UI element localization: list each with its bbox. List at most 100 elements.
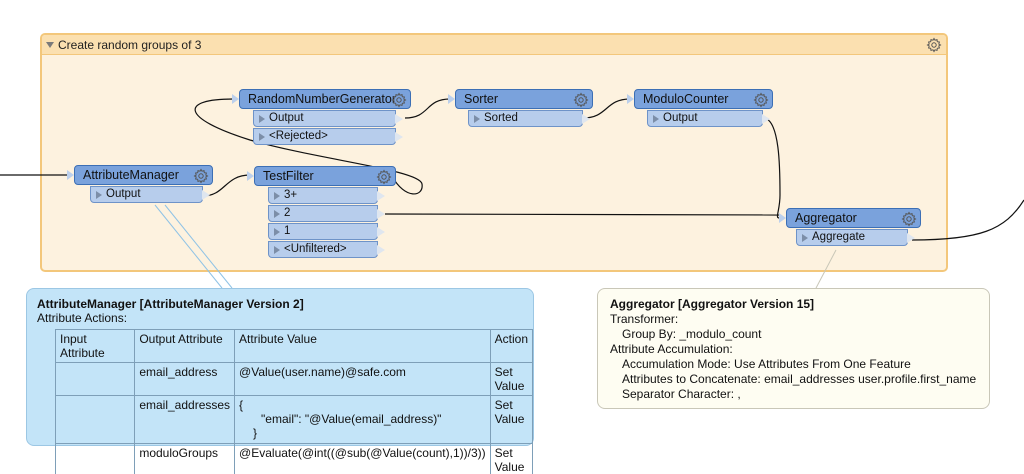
table-row: email_address @Value(user.name)@safe.com… [54, 362, 534, 396]
table-cell: email_address [134, 362, 236, 396]
output-arrow-icon[interactable] [582, 114, 590, 124]
transformer-header[interactable]: ModuloCounter [634, 89, 773, 109]
port-label: 3+ [284, 189, 298, 201]
gear-icon[interactable] [391, 92, 407, 108]
table-row: email_addresses { "email": "@Value(email… [54, 395, 534, 444]
attribute-actions-table: Input Attribute Output Attribute Attribu… [54, 329, 534, 474]
port-triangle-icon [274, 228, 280, 236]
port-label: 1 [284, 225, 291, 237]
transformer-name: TestFilter [263, 169, 314, 183]
table-cell: email_addresses [134, 395, 236, 444]
annotation-aggregator[interactable]: Aggregator [Aggregator Version 15] Trans… [597, 288, 990, 409]
port-label: Output [106, 188, 141, 200]
input-port[interactable] [232, 94, 239, 104]
output-arrow-icon[interactable] [762, 114, 770, 124]
annotation-title: Aggregator [Aggregator Version 15] [610, 297, 815, 311]
value-line: "email": "@Value(email_address)" [261, 412, 442, 426]
gear-icon[interactable] [901, 211, 917, 227]
port-triangle-icon [474, 115, 480, 123]
annotation-line: Transformer: [610, 312, 679, 326]
transformer-header[interactable]: RandomNumberGenerator [239, 89, 411, 109]
transformer-header[interactable]: Sorter [455, 89, 593, 109]
wire-testfilter-2-to-aggregator [384, 213, 780, 216]
bookmark-header[interactable]: Create random groups of 3 [42, 35, 946, 55]
transformer-name: Sorter [464, 92, 499, 106]
port-rejected[interactable]: <Rejected> [253, 128, 403, 145]
gear-icon[interactable] [193, 168, 209, 184]
port-output[interactable]: Output [90, 186, 210, 203]
output-arrow-icon[interactable] [377, 227, 385, 237]
port-triangle-icon [802, 234, 808, 242]
transformer-name: AttributeManager [83, 168, 179, 182]
table-cell: { "email": "@Value(email_address)" } [234, 395, 491, 444]
port-triangle-icon [274, 192, 280, 200]
input-port[interactable] [247, 171, 254, 181]
table-cell [54, 443, 136, 474]
gear-icon[interactable] [753, 92, 769, 108]
gear-icon[interactable] [376, 169, 392, 185]
port-output[interactable]: Output [253, 110, 403, 127]
gear-icon[interactable] [573, 92, 589, 108]
output-arrow-icon[interactable] [377, 191, 385, 201]
port-label: Output [663, 112, 698, 124]
transformer-header[interactable]: TestFilter [254, 166, 396, 186]
table-row: moduloGroups @Evaluate(@int((@sub(@Value… [54, 443, 534, 474]
port-output[interactable]: Output [647, 110, 770, 127]
port-aggregate[interactable]: Aggregate [796, 229, 915, 246]
triangle-down-icon[interactable] [46, 42, 54, 48]
input-port[interactable] [67, 170, 74, 180]
port-1[interactable]: 1 [268, 223, 385, 240]
table-cell: Set Value [489, 362, 534, 396]
port-sorted[interactable]: Sorted [468, 110, 590, 127]
table-cell: @Value(user.name)@safe.com [234, 362, 491, 396]
port-triangle-icon [274, 210, 280, 218]
wire-aggregator-out [911, 199, 1024, 241]
bookmark-create-random-groups[interactable]: Create random groups of 3 [40, 33, 948, 272]
input-port[interactable] [627, 94, 634, 104]
port-3plus[interactable]: 3+ [268, 187, 385, 204]
port-label: 2 [284, 207, 291, 219]
input-port[interactable] [779, 213, 786, 223]
wire-modulocounter-to-aggregator [762, 117, 781, 219]
wire-rng-output-to-sorter [404, 98, 451, 119]
transformer-header[interactable]: AttributeManager [74, 165, 213, 185]
wire-rejected-loop [194, 98, 423, 195]
port-label: <Unfiltered> [284, 243, 347, 255]
port-2[interactable]: 2 [268, 205, 385, 222]
port-triangle-icon [259, 115, 265, 123]
value-line: { [239, 398, 244, 412]
table-header-row: Input Attribute Output Attribute Attribu… [54, 329, 534, 363]
annotation-line: Attributes to Concatenate: email_address… [622, 372, 977, 386]
output-arrow-icon[interactable] [202, 190, 210, 200]
port-triangle-icon [274, 246, 280, 254]
output-arrow-icon[interactable] [377, 245, 385, 255]
transformer-name: ModuloCounter [643, 92, 729, 106]
table-cell: Set Value [489, 443, 534, 474]
column-header: Action [489, 329, 534, 363]
port-triangle-icon [653, 115, 659, 123]
table-cell: moduloGroups [134, 443, 236, 474]
table-cell: @Evaluate(@int((@sub(@Value(count),1))/3… [234, 443, 491, 474]
output-arrow-icon[interactable] [395, 114, 403, 124]
transformer-name: RandomNumberGenerator [248, 92, 396, 106]
annotation-title: AttributeManager [AttributeManager Versi… [37, 297, 304, 311]
output-arrow-icon[interactable] [395, 132, 403, 142]
port-triangle-icon [259, 133, 265, 141]
annotation-line: Separator Character: , [622, 387, 741, 401]
input-port[interactable] [448, 94, 455, 104]
annotation-line: Attribute Accumulation: [610, 342, 733, 356]
annotation-attributemanager[interactable]: AttributeManager [AttributeManager Versi… [26, 288, 534, 474]
port-triangle-icon [96, 191, 102, 199]
column-header: Attribute Value [234, 329, 491, 363]
port-label: Aggregate [812, 231, 866, 243]
table-cell [54, 362, 136, 396]
output-arrow-icon[interactable] [907, 233, 915, 243]
port-unfiltered[interactable]: <Unfiltered> [268, 241, 385, 258]
output-arrow-icon[interactable] [377, 209, 385, 219]
wire-callout-ag [814, 249, 837, 291]
annotation-line: Accumulation Mode: Use Attributes From O… [622, 357, 911, 371]
transformer-name: Aggregator [795, 211, 857, 225]
annotation-line: Group By: _modulo_count [622, 327, 762, 341]
transformer-header[interactable]: Aggregator [786, 208, 921, 228]
value-line: } [253, 426, 258, 440]
